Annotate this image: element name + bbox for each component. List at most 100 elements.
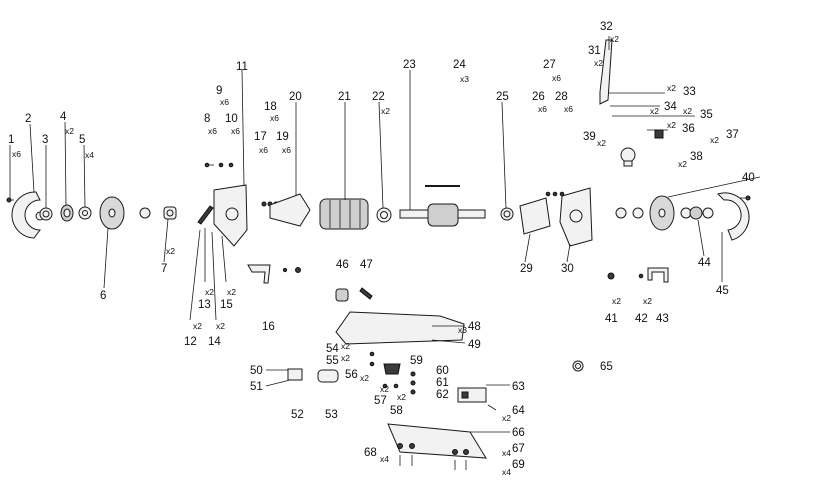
callout-33-qty: x2 <box>667 83 676 93</box>
part-53-capacitor <box>317 369 339 383</box>
callout-68-qty: x4 <box>380 454 389 464</box>
part-23-rotor <box>399 203 486 227</box>
part-6-wheel <box>99 196 125 230</box>
callout-63-number: 63 <box>512 381 525 393</box>
callout-28-number: 28 <box>555 91 568 103</box>
callout-19-number: 19 <box>276 131 289 143</box>
part-right-washers <box>615 206 714 220</box>
callout-26-qty: x6 <box>538 104 547 114</box>
callout-13-number: 13 <box>198 299 211 311</box>
callout-37-number: 37 <box>726 129 739 141</box>
callout-19-qty: x6 <box>282 145 291 155</box>
part-54-58-small <box>369 351 399 389</box>
leader-49 <box>431 339 466 344</box>
callout-7-qty: x2 <box>166 246 175 256</box>
callout-18-number: 18 <box>264 101 277 113</box>
leader-51 <box>265 379 291 387</box>
leader-lines <box>9 36 761 433</box>
leader-14 <box>211 231 217 321</box>
part-49-base <box>335 311 465 345</box>
part-21-stator <box>319 198 369 230</box>
part-45-bolt <box>740 195 751 201</box>
callout-8-qty: x6 <box>208 126 217 136</box>
leader-4 <box>64 121 67 206</box>
part-16-screw-b <box>295 267 301 273</box>
callout-24-qty: x3 <box>460 74 469 84</box>
callout-46-number: 46 <box>336 259 349 271</box>
callout-35-number: 35 <box>700 109 713 121</box>
part-washer-left <box>139 207 151 219</box>
callout-49-number: 49 <box>468 339 481 351</box>
callout-54-number: 54 <box>326 343 339 355</box>
callout-64-number: 64 <box>512 405 525 417</box>
callout-14-number: 14 <box>208 336 221 348</box>
callout-4-qty: x2 <box>65 126 74 136</box>
callout-4-number: 4 <box>60 111 67 123</box>
part-2-guard <box>11 191 41 239</box>
leader-25 <box>501 101 507 209</box>
callout-44-number: 44 <box>698 257 711 269</box>
part-22-bearing <box>376 207 392 223</box>
callout-48-qty: x3 <box>458 325 467 335</box>
callout-62-number: 62 <box>436 389 449 401</box>
callout-18-qty: x6 <box>270 113 279 123</box>
callout-54-qty: x2 <box>341 341 350 351</box>
part-36-37-small <box>647 129 668 139</box>
part-64-screw <box>487 404 497 411</box>
callout-13-qty: x2 <box>205 287 214 297</box>
callout-31-qty: x2 <box>594 58 603 68</box>
callout-40-number: 40 <box>742 172 755 184</box>
callout-21-number: 21 <box>338 91 351 103</box>
part-26-28-screws <box>545 191 565 197</box>
callout-33-number: 33 <box>683 86 696 98</box>
part-42-pin <box>638 273 644 279</box>
part-43-bracket <box>647 267 669 283</box>
callout-22-number: 22 <box>372 91 385 103</box>
leader-30 <box>566 243 571 263</box>
part-7-nut <box>163 206 177 220</box>
part-45-guard <box>717 192 750 241</box>
callout-16-number: 16 <box>262 321 275 333</box>
part-30-hole <box>569 209 583 223</box>
callout-41-number: 41 <box>605 313 618 325</box>
callout-29-number: 29 <box>520 263 533 275</box>
callout-labels: 1 x6 2 3 4 x2 5 x4 6 x2 7 8 x6 9 x6 10 x… <box>8 21 755 477</box>
leader-7 <box>163 218 169 263</box>
part-29-end-cover <box>519 197 551 235</box>
part-5-washer <box>78 206 92 220</box>
callout-32-qty: x2 <box>610 34 619 44</box>
callout-12-qty: x2 <box>193 321 202 331</box>
part-1-bolt <box>6 197 14 203</box>
leader-15 <box>221 235 227 283</box>
callout-37-qty: x2 <box>710 135 719 145</box>
callout-52-number: 52 <box>291 409 304 421</box>
callout-27-number: 27 <box>543 59 556 71</box>
callout-9-number: 9 <box>216 85 222 97</box>
callout-3-number: 3 <box>42 134 48 146</box>
callout-51-number: 51 <box>250 381 263 393</box>
callout-68-number: 68 <box>364 447 377 459</box>
callout-69-number: 69 <box>512 459 525 471</box>
leader-22 <box>378 101 384 209</box>
callout-15-qty: x2 <box>227 287 236 297</box>
callout-57-number: 57 <box>374 395 387 407</box>
part-63-switch-box <box>457 387 487 403</box>
part-20-end-cover <box>269 193 311 227</box>
callout-27-qty: x6 <box>552 73 561 83</box>
callout-65-number: 65 <box>600 361 613 373</box>
callout-1-qty: x6 <box>12 149 21 159</box>
callout-57-qty: x2 <box>380 384 389 394</box>
part-33-35-wires <box>608 92 695 117</box>
callout-10-qty: x6 <box>231 126 240 136</box>
callout-5-number: 5 <box>79 134 85 146</box>
callout-14-qty: x2 <box>216 321 225 331</box>
callout-43-number: 43 <box>656 313 669 325</box>
part-46-knob <box>335 288 349 302</box>
callout-10-number: 10 <box>225 113 238 125</box>
part-11-hole <box>225 207 239 221</box>
callout-38-number: 38 <box>690 151 703 163</box>
leader-6 <box>103 227 109 289</box>
callout-42-number: 42 <box>635 313 648 325</box>
leader-40 <box>667 176 761 198</box>
